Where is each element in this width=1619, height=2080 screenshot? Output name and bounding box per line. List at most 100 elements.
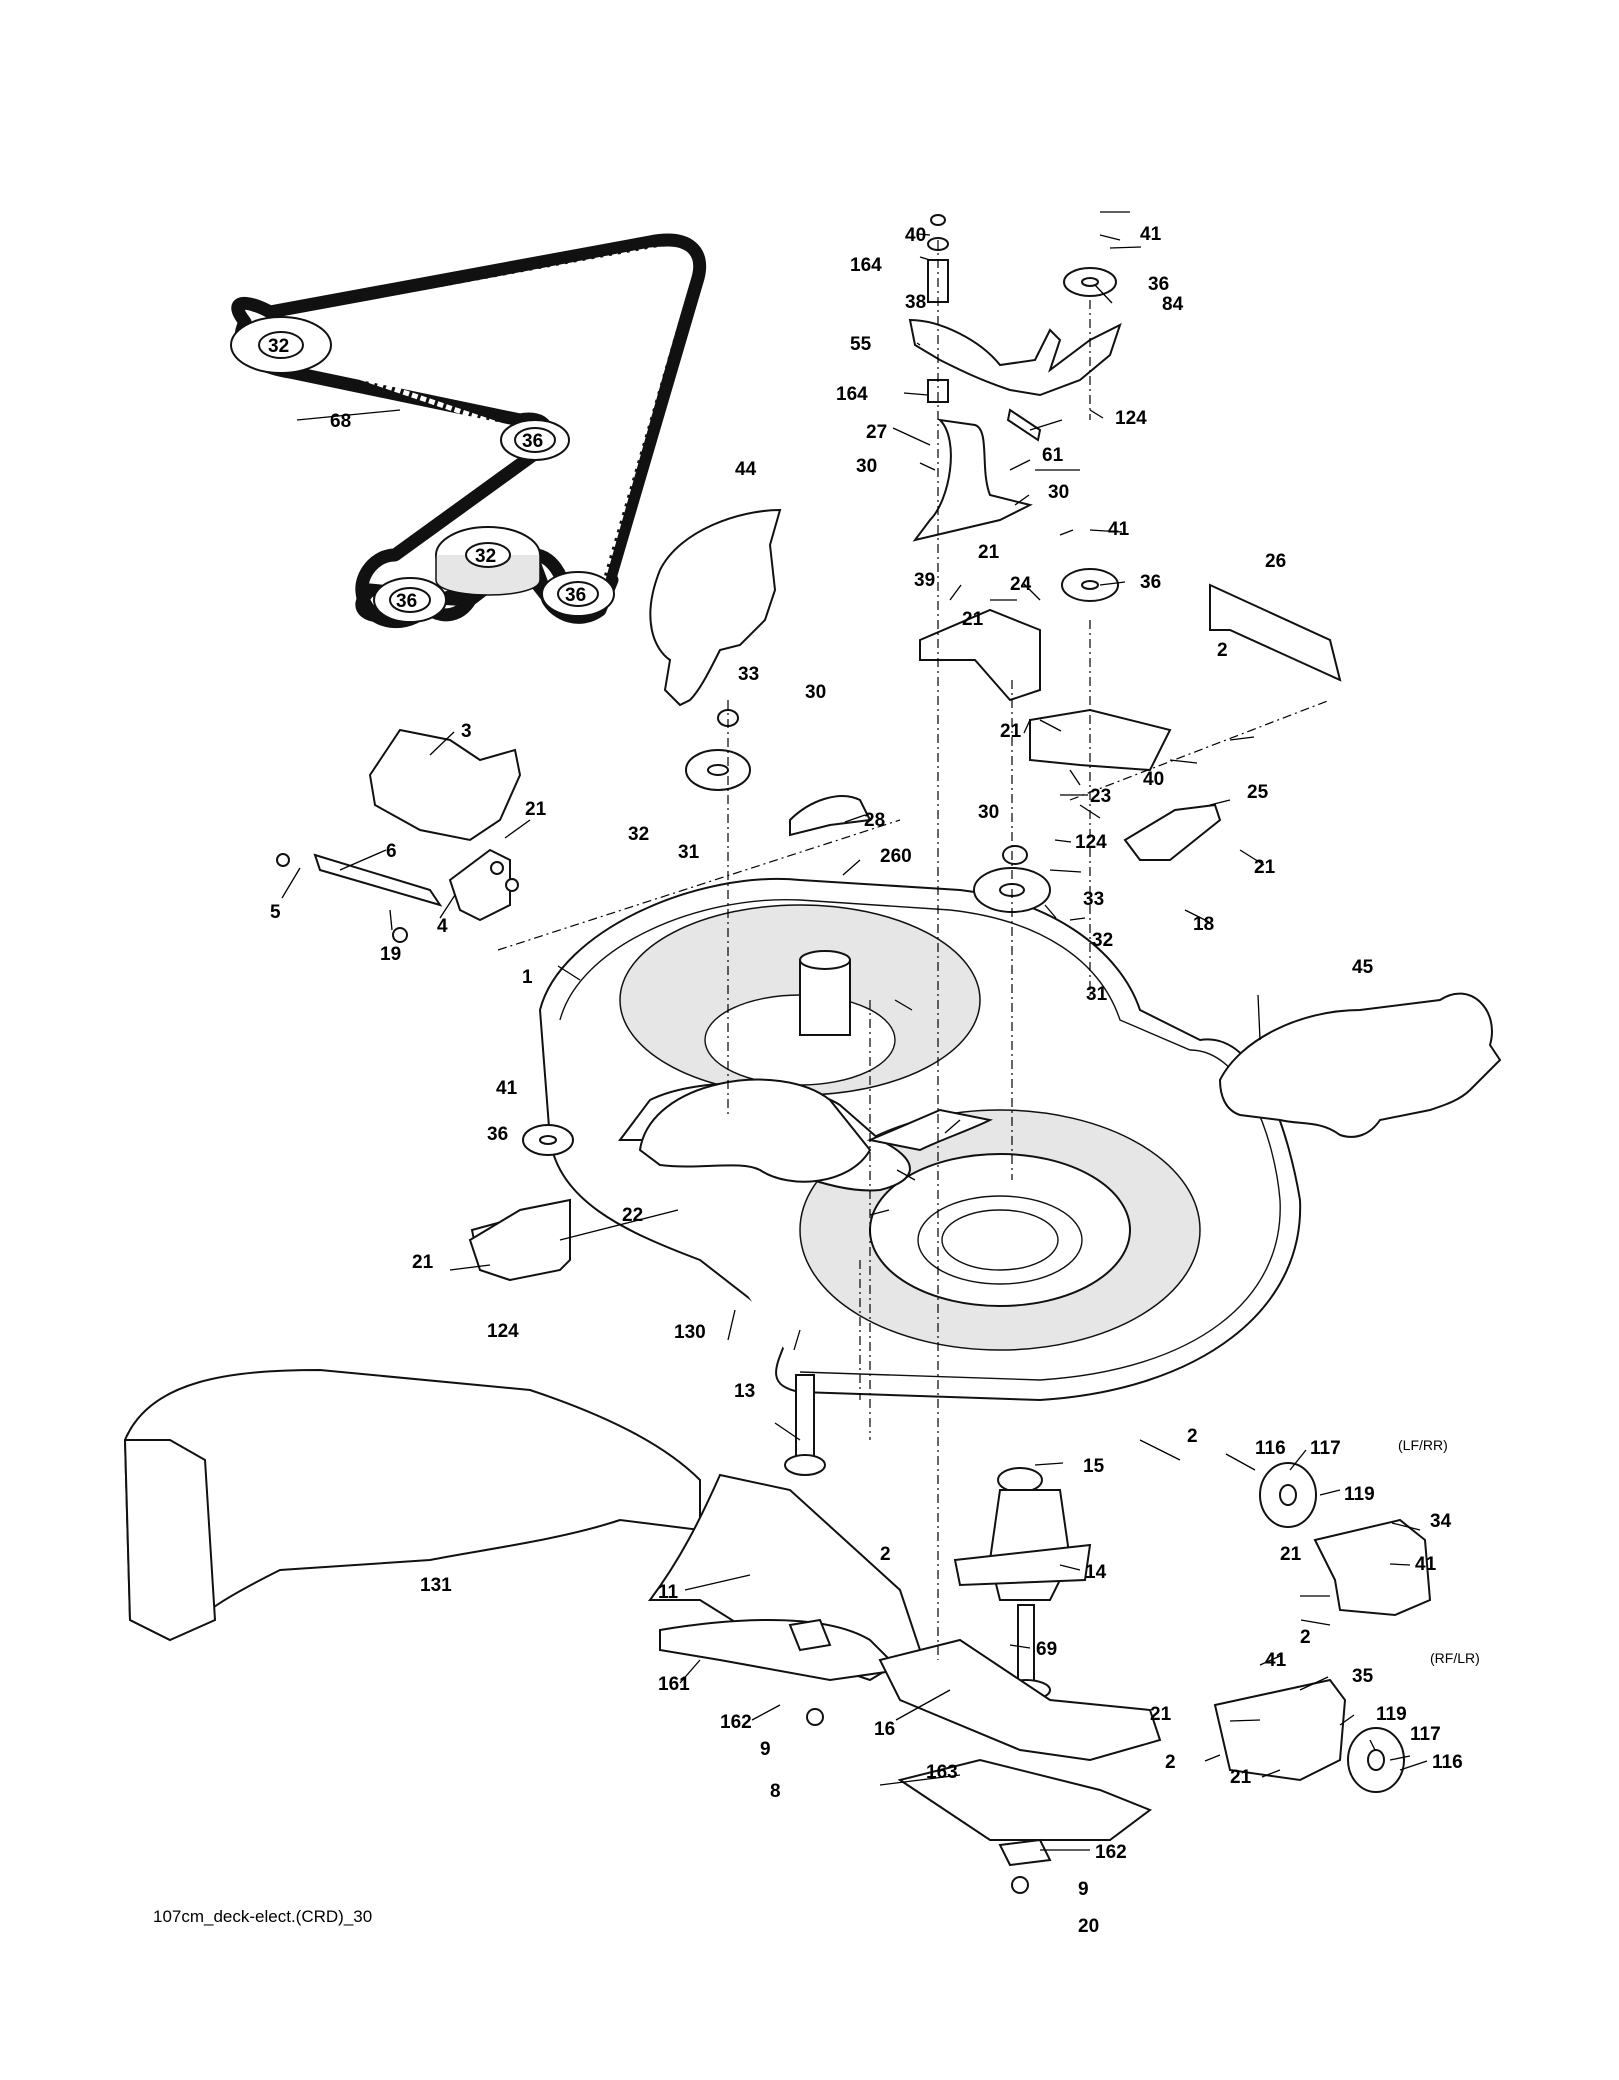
callout-41: 41	[1265, 1650, 1287, 1671]
callout-124: 124	[487, 1321, 519, 1342]
callout-20: 20	[1078, 1916, 1099, 1937]
callout-31: 31	[1086, 984, 1108, 1005]
callout-24: 24	[1010, 574, 1032, 595]
callout-33: 33	[738, 664, 759, 685]
callout-2: 2	[1187, 1426, 1198, 1447]
callout-6: 6	[386, 841, 397, 862]
callout-30: 30	[978, 802, 999, 823]
callout-9: 9	[760, 1739, 771, 1760]
callout-2: 2	[880, 1544, 891, 1565]
callout-131: 131	[420, 1575, 452, 1596]
callout-68: 68	[330, 411, 351, 432]
callout-33: 33	[1083, 889, 1104, 910]
callout-35: 35	[1352, 1666, 1374, 1687]
callout-15: 15	[1083, 1456, 1105, 1477]
diagram-caption: 107cm_deck-elect.(CRD)_30	[153, 1907, 372, 1926]
callout-21: 21	[412, 1252, 434, 1273]
callout-116: 116	[1255, 1438, 1286, 1459]
callout-25: 25	[1247, 782, 1269, 803]
left-bracket-group	[276, 728, 522, 943]
callout-124: 124	[1115, 408, 1147, 429]
idler-arm-group	[908, 214, 1342, 861]
callout-164: 164	[836, 384, 868, 405]
callout-21: 21	[1280, 1544, 1302, 1565]
callout-21: 21	[1230, 1767, 1252, 1788]
callout-28: 28	[864, 810, 885, 831]
callout-14: 14	[1085, 1562, 1107, 1583]
callout-32: 32	[1092, 930, 1113, 951]
callout-21: 21	[1150, 1704, 1172, 1725]
callout-21: 21	[962, 609, 984, 630]
position-note-rf-lr: (RF/LR)	[1430, 1650, 1480, 1666]
callout-21: 21	[525, 799, 547, 820]
callout-30: 30	[856, 456, 877, 477]
belt-cover	[649, 508, 782, 707]
callout-69: 69	[1036, 1639, 1057, 1660]
callout-1: 1	[522, 967, 533, 988]
gauge-wheel-assemblies	[1213, 1462, 1432, 1793]
callout-31: 31	[678, 842, 700, 863]
deck-flap	[1218, 992, 1502, 1138]
callout-11: 11	[658, 1582, 679, 1603]
leader-lines	[281, 211, 1428, 1851]
callout-161: 161	[658, 1674, 690, 1695]
callout-9: 9	[1078, 1879, 1089, 1900]
callout-2: 2	[1165, 1752, 1176, 1773]
callout-260: 260	[880, 846, 912, 867]
callout-117: 117	[1310, 1438, 1341, 1459]
callout-2: 2	[1217, 640, 1228, 661]
callout-26: 26	[1265, 551, 1286, 572]
callout-163: 163	[926, 1762, 958, 1783]
callout-32: 32	[628, 824, 649, 845]
callout-2: 2	[1300, 1627, 1311, 1648]
callout-34: 34	[1430, 1511, 1452, 1532]
callout-32: 32	[268, 336, 289, 357]
callout-23: 23	[1090, 786, 1111, 807]
callout-21: 21	[978, 542, 1000, 563]
blade-assembly	[648, 1374, 1162, 1894]
callout-27: 27	[866, 422, 887, 443]
callout-40: 40	[1143, 769, 1164, 790]
callout-21: 21	[1254, 857, 1276, 878]
callout-40: 40	[905, 225, 926, 246]
callout-4: 4	[437, 916, 448, 937]
callout-18: 18	[1193, 914, 1214, 935]
position-note-lf-rr: (LF/RR)	[1398, 1437, 1448, 1453]
callout-30: 30	[805, 682, 826, 703]
callout-84: 84	[1162, 294, 1184, 315]
callout-130: 130	[674, 1322, 706, 1343]
callout-8: 8	[770, 1781, 781, 1802]
callout-162: 162	[720, 1712, 752, 1733]
callout-22: 22	[622, 1205, 643, 1226]
callout-119: 119	[1376, 1704, 1407, 1725]
callout-39: 39	[914, 570, 935, 591]
callout-41: 41	[496, 1078, 518, 1099]
callout-36: 36	[1148, 274, 1169, 295]
callout-124: 124	[1075, 832, 1107, 853]
callout-36: 36	[1140, 572, 1161, 593]
callout-116: 116	[1432, 1752, 1463, 1773]
callout-44: 44	[735, 459, 757, 480]
callout-38: 38	[905, 292, 926, 313]
callout-36: 36	[396, 591, 417, 612]
callout-3: 3	[461, 721, 472, 742]
lower-left-bracket	[468, 1198, 571, 1282]
callout-30: 30	[1048, 482, 1069, 503]
callout-41: 41	[1415, 1554, 1437, 1575]
callout-21: 21	[1000, 721, 1022, 742]
discharge-chute	[123, 1368, 701, 1642]
belt-pulleys	[230, 316, 615, 623]
callout-36: 36	[522, 431, 543, 452]
callout-164: 164	[850, 255, 882, 276]
callout-36: 36	[565, 585, 586, 606]
alignment-lines	[497, 240, 1331, 1660]
callout-119: 119	[1344, 1484, 1375, 1505]
deck-shell	[538, 877, 1302, 1402]
callout-32: 32	[475, 546, 496, 567]
callout-41: 41	[1108, 519, 1130, 540]
callout-45: 45	[1352, 957, 1374, 978]
callout-5: 5	[270, 902, 281, 923]
callout-36: 36	[487, 1124, 508, 1145]
callout-41: 41	[1140, 224, 1162, 245]
